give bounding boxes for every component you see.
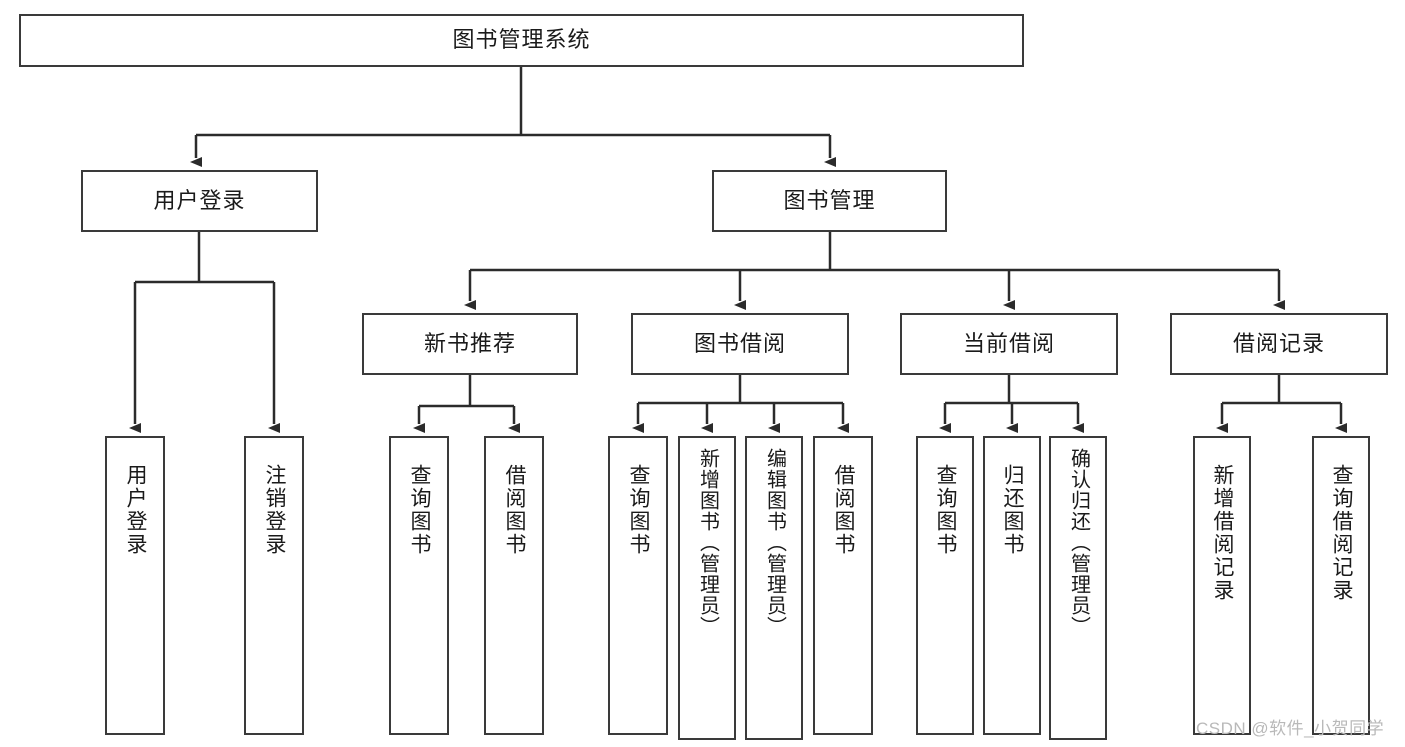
node-borrow-record-label: 借阅记录 <box>1232 330 1325 356</box>
node-leaf-borrow-book-1-label: 借阅图书 <box>503 464 527 556</box>
node-root-label: 图书管理系统 <box>452 27 591 53</box>
node-leaf-confirm-return-label: 确认归还（管理员） <box>1067 448 1090 637</box>
node-leaf-add-book[interactable]: 新增图书（管理员） <box>678 436 736 740</box>
node-borrow-record[interactable]: 借阅记录 <box>1170 313 1388 375</box>
node-leaf-edit-book[interactable]: 编辑图书（管理员） <box>745 436 803 740</box>
node-leaf-logout[interactable]: 注销登录 <box>244 436 304 735</box>
node-leaf-add-record[interactable]: 新增借阅记录 <box>1193 436 1251 735</box>
node-leaf-borrow-book-2-label: 借阅图书 <box>832 464 856 556</box>
node-user-login[interactable]: 用户登录 <box>81 170 318 232</box>
node-leaf-confirm-return[interactable]: 确认归还（管理员） <box>1049 436 1107 740</box>
node-leaf-borrow-book-1[interactable]: 借阅图书 <box>484 436 544 735</box>
node-leaf-return-book-label: 归还图书 <box>1001 464 1025 556</box>
node-book-manage-label: 图书管理 <box>783 187 876 213</box>
node-book-manage[interactable]: 图书管理 <box>712 170 947 232</box>
node-leaf-query-book-1[interactable]: 查询图书 <box>389 436 449 735</box>
node-leaf-query-book-3[interactable]: 查询图书 <box>916 436 974 735</box>
node-leaf-edit-book-label: 编辑图书（管理员） <box>763 448 786 637</box>
node-new-book-recommend-label: 新书推荐 <box>423 330 516 356</box>
node-book-borrow[interactable]: 图书借阅 <box>631 313 849 375</box>
node-leaf-query-book-2[interactable]: 查询图书 <box>608 436 668 735</box>
node-leaf-query-book-1-label: 查询图书 <box>408 464 432 556</box>
node-leaf-user-login-label: 用户登录 <box>124 464 148 556</box>
node-book-borrow-label: 图书借阅 <box>693 330 786 356</box>
node-leaf-query-book-3-label: 查询图书 <box>934 464 958 556</box>
node-leaf-borrow-book-2[interactable]: 借阅图书 <box>813 436 873 735</box>
node-leaf-query-book-2-label: 查询图书 <box>627 464 651 556</box>
node-current-borrow-label: 当前借阅 <box>962 330 1055 356</box>
node-leaf-query-record-label: 查询借阅记录 <box>1330 464 1354 602</box>
node-leaf-query-record[interactable]: 查询借阅记录 <box>1312 436 1370 735</box>
node-leaf-user-login[interactable]: 用户登录 <box>105 436 165 735</box>
node-current-borrow[interactable]: 当前借阅 <box>900 313 1118 375</box>
node-leaf-logout-label: 注销登录 <box>263 464 287 556</box>
node-leaf-add-record-label: 新增借阅记录 <box>1211 464 1235 602</box>
node-new-book-recommend[interactable]: 新书推荐 <box>362 313 578 375</box>
csdn-watermark: CSDN @软件_小贺同学 <box>1196 719 1385 738</box>
node-user-login-label: 用户登录 <box>153 187 246 213</box>
node-leaf-return-book[interactable]: 归还图书 <box>983 436 1041 735</box>
node-root[interactable]: 图书管理系统 <box>19 14 1024 67</box>
node-leaf-add-book-label: 新增图书（管理员） <box>696 448 719 637</box>
